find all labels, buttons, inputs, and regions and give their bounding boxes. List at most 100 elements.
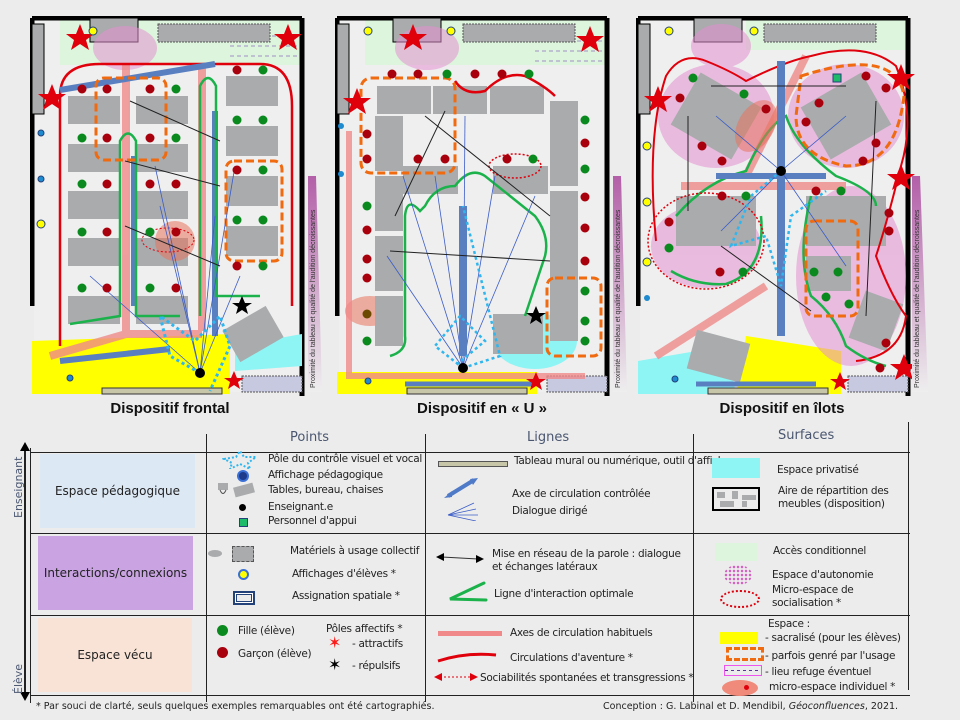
- student-display: [642, 141, 652, 151]
- grid-line: [425, 434, 426, 702]
- conditional-access-icon: [715, 543, 757, 561]
- collective-material: [462, 23, 576, 43]
- pedagogical-display: [644, 295, 650, 301]
- plan-title-ilots: Dispositif en îlots: [719, 400, 845, 417]
- autonomy-space: [93, 26, 157, 70]
- adventure-circulation: [651, 49, 909, 362]
- cabinet: [336, 23, 350, 115]
- optimal-interaction-line: [389, 171, 548, 358]
- side-label: Proximité du tableau et qualité de l'aud…: [615, 209, 622, 388]
- credit-source: Géoconfluences: [788, 701, 865, 712]
- board-icon: [438, 461, 508, 467]
- students: [77, 65, 268, 293]
- audition-gradient: [308, 176, 322, 392]
- collective-material-icon: [232, 546, 254, 562]
- teacher: [458, 363, 468, 373]
- credit-suffix: , 2021.: [864, 701, 899, 712]
- pedagogical-display: [671, 375, 679, 383]
- plan-title-frontal: Dispositif frontal: [110, 400, 230, 417]
- legend-spatial-assignment: Assignation spatiale *: [292, 590, 400, 602]
- optimal-interaction-line: [198, 76, 260, 316]
- legend-board: Tableau mural ou numérique, outil d'affi…: [514, 455, 743, 467]
- student-display: [642, 197, 652, 207]
- audition-gradient: [912, 176, 928, 392]
- legend-autonomy-space: Espace d'autonomie: [772, 569, 874, 581]
- socialisation-micro-space: [141, 227, 195, 253]
- plan-ilots: Proximité du tableau et qualité de l'aud…: [636, 16, 936, 398]
- student-display: [749, 26, 759, 36]
- teacher: [195, 368, 205, 378]
- gendered-space: [794, 63, 906, 168]
- grid-line: [30, 615, 910, 616]
- spacer: [440, 470, 441, 471]
- optimal-interaction-line: [802, 195, 887, 368]
- floor-plan-ilots: [636, 16, 928, 396]
- adventure-circulation-icon: [437, 652, 497, 663]
- board: [101, 387, 223, 395]
- legend-refuge: - lieu refuge éventuel: [765, 666, 872, 678]
- support-staff-icon: [239, 518, 248, 527]
- legend-sacralised: - sacralisé (pour les élèves): [765, 632, 901, 644]
- pedagogical-display: [338, 171, 344, 177]
- legend-adventure-circulation: Circulations d'aventure *: [510, 652, 633, 664]
- cabinet: [637, 23, 651, 115]
- grid-line: [30, 448, 31, 703]
- sacralised-space-icon: [720, 632, 758, 644]
- axis-top-label: Enseignant: [12, 456, 25, 518]
- legend-optimal-line: Ligne d'interaction optimale: [494, 588, 634, 600]
- student-display: [363, 26, 373, 36]
- audition-gradient: [613, 176, 627, 392]
- attractive-poles: [38, 24, 302, 389]
- gendered-space: [804, 219, 860, 318]
- legend-girl: Fille (élève): [238, 625, 295, 637]
- refuge-box: [847, 375, 909, 393]
- control-pole-icon: [222, 451, 258, 469]
- individual-micro-space-icon: [722, 680, 758, 696]
- student-display: [36, 219, 46, 229]
- students: [362, 69, 590, 346]
- column-lines: Lignes: [527, 430, 570, 445]
- category-lived-space: Espace vécu: [38, 618, 192, 692]
- speech-network: [124, 100, 221, 267]
- board: [406, 387, 528, 395]
- legend-pedagogical-display: Affichage pédagogique: [268, 469, 383, 481]
- student-display: [446, 26, 456, 36]
- legend-speech-network: Mise en réseau de la parole : dialogue e…: [492, 548, 681, 573]
- grid-line: [908, 422, 909, 690]
- cabinet: [31, 23, 45, 115]
- students: [664, 71, 894, 373]
- teacher: [776, 166, 786, 176]
- legend-conditional-access: Accès conditionnel: [773, 545, 866, 557]
- attractive-poles: [644, 64, 918, 390]
- gendered-space-icon: [726, 647, 764, 661]
- repulsive-pole: [232, 296, 252, 314]
- legend-collective-material: Matériels à usage collectif: [290, 545, 420, 557]
- pedagogical-display: [66, 374, 74, 382]
- refuge-space-icon: [724, 665, 762, 676]
- control-pole: [433, 205, 502, 370]
- plan-title-u: Dispositif en « U »: [416, 400, 548, 417]
- boy-icon: [217, 647, 228, 658]
- teacher-icon: [239, 504, 246, 511]
- attractive-poles: [343, 24, 604, 390]
- optimal-interaction-line: [675, 114, 878, 217]
- legend: Enseignant Élève Points Lignes Surfaces …: [0, 418, 960, 720]
- spontaneous-sociability-icon: [434, 673, 478, 681]
- habitual-circulation-axis: [653, 282, 769, 360]
- socialisation-micro-space: [488, 153, 542, 179]
- student-display: [642, 257, 652, 267]
- controlled-axis-icon: [444, 478, 478, 498]
- pedagogical-display: [364, 377, 372, 385]
- plan-u: Proximité du tableau et qualité de l'aud…: [335, 16, 635, 398]
- collective-material-round-icon: [208, 550, 222, 557]
- furniture-area-icon: [712, 487, 760, 511]
- legend-attractive: - attractifs: [352, 638, 403, 650]
- sacralised-space: [736, 336, 841, 394]
- legend-poles-title: Pôles affectifs *: [326, 623, 403, 635]
- girl-icon: [217, 625, 228, 636]
- speech-network: [389, 110, 551, 262]
- habitual-circulation-axes: [346, 131, 585, 379]
- gendered-space: [359, 76, 457, 175]
- category-interactions: Interactions/connexions: [38, 536, 193, 610]
- grid-line: [693, 434, 694, 702]
